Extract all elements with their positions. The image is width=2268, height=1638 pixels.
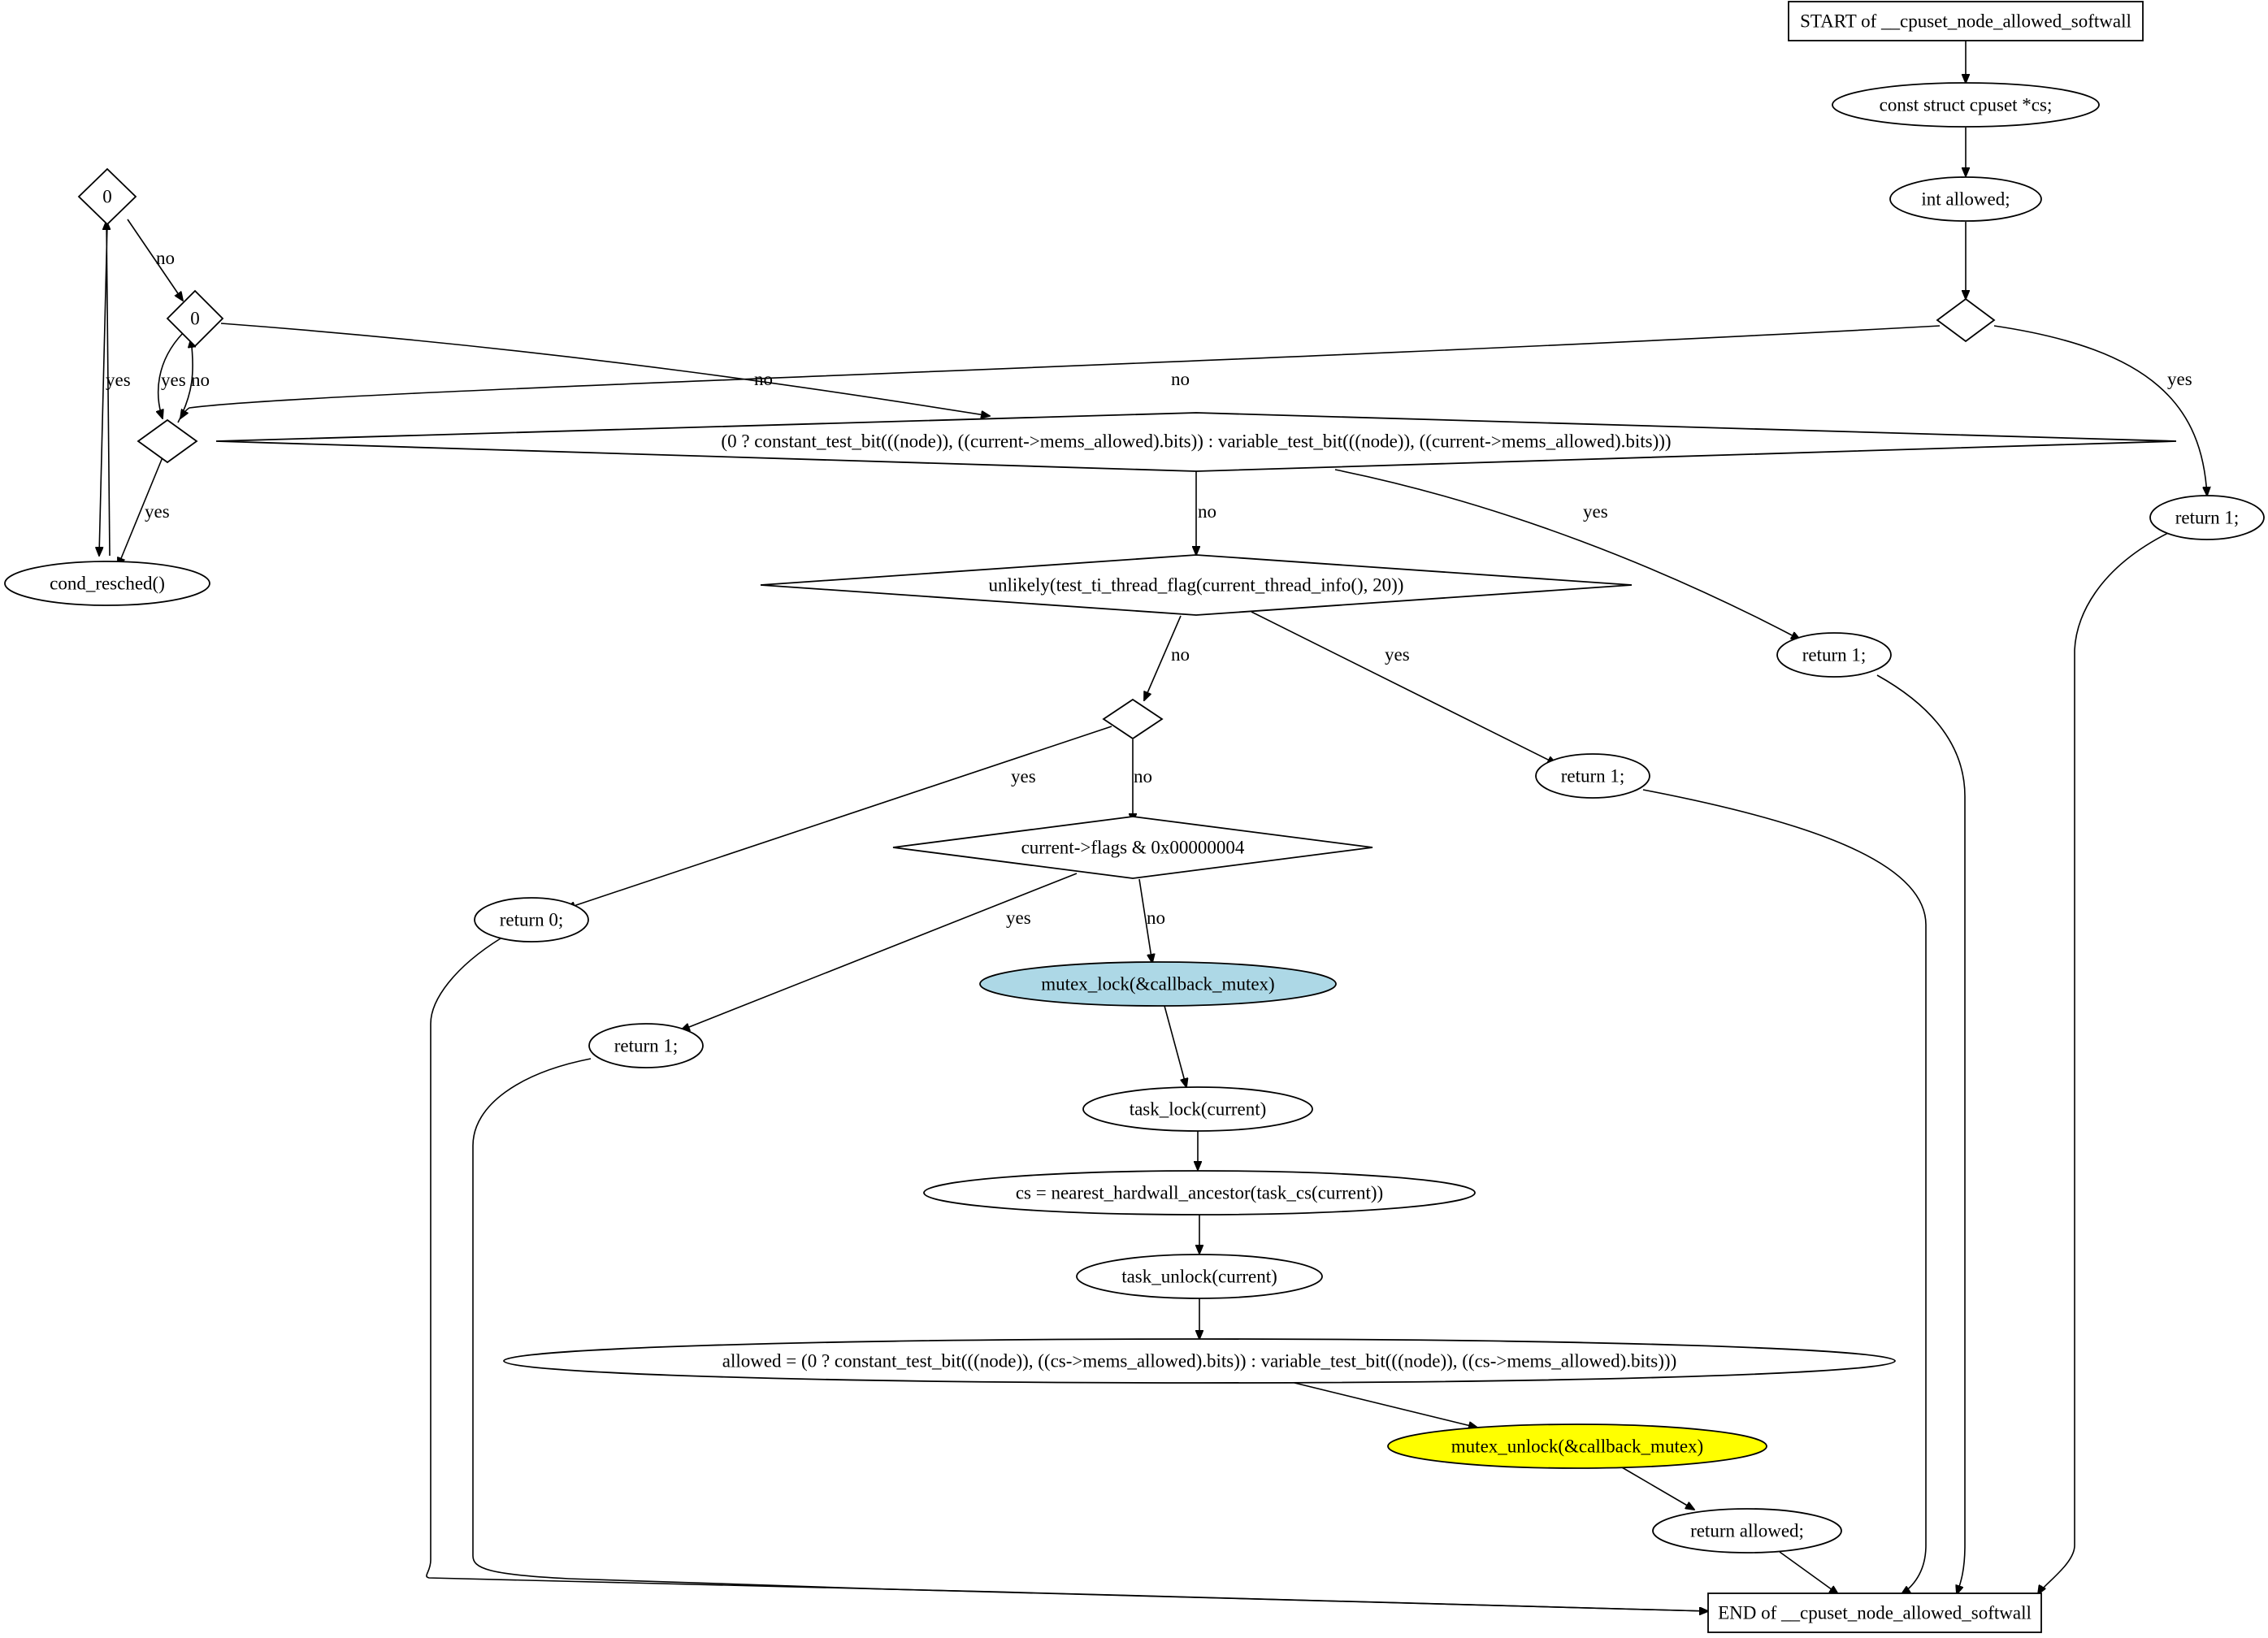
cond-resched-label: cond_resched() (50, 574, 165, 594)
edge-label-top-loop-no: no (156, 248, 175, 268)
return-1-c-label: return 1; (1561, 766, 1625, 786)
top-loop-label: 0 (102, 187, 112, 207)
decl-allowed-label: int allowed; (1921, 189, 2010, 210)
end-node: END of __cpuset_node_allowed_softwall (1707, 1592, 2042, 1633)
edge-return-1-d-to-end (472, 1058, 1708, 1611)
allowed-assign-label: allowed = (0 ? constant_test_bit(((node)… (722, 1351, 1676, 1372)
edge-flags-no (1138, 878, 1152, 963)
decl-allowed-node: int allowed; (1889, 176, 2042, 222)
inner-loop-diamond: 0 (166, 289, 224, 348)
return-1-b-node: return 1; (1776, 632, 1892, 678)
edge-label-inner-loop-no: no (191, 370, 210, 390)
return-1-a-label: return 1; (2175, 508, 2240, 528)
edge-cond-resched-back (106, 221, 110, 557)
nearest-hardwall-node: cs = nearest_hardwall_ancestor(task_cs(c… (923, 1170, 1476, 1216)
edge-return-1-a-to-end (2038, 531, 2170, 1594)
decl-cs-node: const struct cpuset *cs; (1832, 82, 2100, 128)
edge-unlikely-no (1144, 615, 1182, 700)
edge-inner-to-test-bit (220, 323, 990, 416)
return-0-label: return 0; (500, 910, 564, 930)
edge-inner-loop-yes (158, 332, 184, 418)
edge-label-test-bit-yes: yes (1583, 501, 1608, 522)
edge-label-top-loop-yes: yes (106, 370, 131, 390)
mutex-unlock-node: mutex_unlock(&callback_mutex) (1387, 1424, 1767, 1469)
end-node-label: END of __cpuset_node_allowed_softwall (1718, 1603, 2032, 1623)
edge-top-loop-yes (99, 223, 108, 556)
small-loop-diamond (137, 418, 198, 464)
start-node: START of __cpuset_node_allowed_softwall (1788, 1, 2144, 41)
return-1-d-node: return 1; (588, 1023, 704, 1068)
flags-check-diamond: current->flags & 0x00000004 (892, 816, 1373, 879)
edge-label-first-check-yes: yes (2167, 369, 2192, 389)
return-1-d-label: return 1; (614, 1036, 679, 1056)
edge-test-bit-yes (1334, 469, 1800, 639)
test-bit-label: (0 ? constant_test_bit(((node)), ((curre… (721, 431, 1671, 452)
edge-label-small2-yes: yes (1011, 766, 1036, 786)
edge-return-allowed-to-end (1779, 1551, 1838, 1594)
nearest-hardwall-label: cs = nearest_hardwall_ancestor(task_cs(c… (1016, 1183, 1383, 1203)
edge-label-test-bit-no: no (1198, 501, 1216, 522)
task-unlock-node: task_unlock(current) (1076, 1254, 1323, 1299)
edge-flags-yes (681, 873, 1078, 1030)
unlikely-label: unlikely(test_ti_thread_flag(current_thr… (989, 575, 1404, 596)
edge-first-check-no (180, 325, 1941, 418)
mutex-lock-node: mutex_lock(&callback_mutex) (979, 961, 1337, 1007)
edge-label-unlikely-yes: yes (1385, 644, 1410, 665)
return-allowed-label: return allowed; (1690, 1521, 1804, 1541)
small-check-diamond (1102, 698, 1164, 740)
test-bit-diamond: (0 ? constant_test_bit(((node)), ((curre… (215, 412, 2177, 472)
start-node-label: START of __cpuset_node_allowed_softwall (1800, 11, 2131, 32)
flags-check-label: current->flags & 0x00000004 (1021, 838, 1245, 858)
first-check-diamond (1936, 297, 1996, 343)
return-1-b-label: return 1; (1802, 645, 1867, 665)
edge-small2-yes (566, 726, 1112, 908)
edge-return-1-b-to-end (1876, 674, 1966, 1594)
edge-label-flags-yes: yes (1006, 908, 1031, 928)
allowed-assign-node: allowed = (0 ? constant_test_bit(((node)… (503, 1338, 1896, 1384)
edge-labels: no yes yes no no yes no yes no yes no ye… (106, 248, 2192, 928)
edge-label-unlikely-no: no (1171, 644, 1190, 665)
edge-first-check-yes (1993, 325, 2207, 496)
return-0-node: return 0; (474, 897, 589, 942)
edge-label-small-diamond-yes: yes (145, 501, 170, 522)
edge-label-inner-to-test-no: no (754, 369, 773, 389)
task-lock-label: task_lock(current) (1130, 1099, 1267, 1120)
edge-mutex-lock-to-task-lock (1164, 1005, 1186, 1087)
unlikely-diamond: unlikely(test_ti_thread_flag(current_thr… (760, 554, 1633, 616)
return-allowed-node: return allowed; (1652, 1508, 1842, 1554)
mutex-lock-label: mutex_lock(&callback_mutex) (1041, 974, 1274, 994)
edge-label-first-check-no: no (1171, 369, 1190, 389)
edge-mutex-unlock-to-return (1621, 1467, 1694, 1510)
return-1-a-node: return 1; (2149, 495, 2265, 540)
edge-top-loop-no (127, 219, 183, 301)
edge-label-small2-no: no (1134, 766, 1152, 786)
top-loop-diamond: 0 (77, 167, 137, 226)
decl-cs-label: const struct cpuset *cs; (1880, 95, 2053, 115)
edge-label-flags-no: no (1147, 908, 1165, 928)
inner-loop-label: 0 (190, 309, 200, 329)
task-unlock-label: task_unlock(current) (1121, 1267, 1277, 1287)
edge-allowed-to-mutex-unlock (1294, 1382, 1477, 1428)
cond-resched-node: cond_resched() (4, 561, 210, 606)
edge-small-diamond-yes (118, 457, 163, 566)
edge-inner-loop-no (177, 339, 193, 423)
return-1-c-node: return 1; (1535, 753, 1650, 799)
nodes: START of __cpuset_node_allowed_softwall … (4, 1, 2265, 1633)
edge-unlikely-yes (1251, 611, 1556, 764)
edge-return-1-c-to-end (1642, 789, 1927, 1594)
mutex-unlock-label: mutex_unlock(&callback_mutex) (1451, 1436, 1703, 1457)
edge-label-inner-loop-yes: yes (161, 370, 186, 390)
task-lock-node: task_lock(current) (1082, 1086, 1313, 1132)
